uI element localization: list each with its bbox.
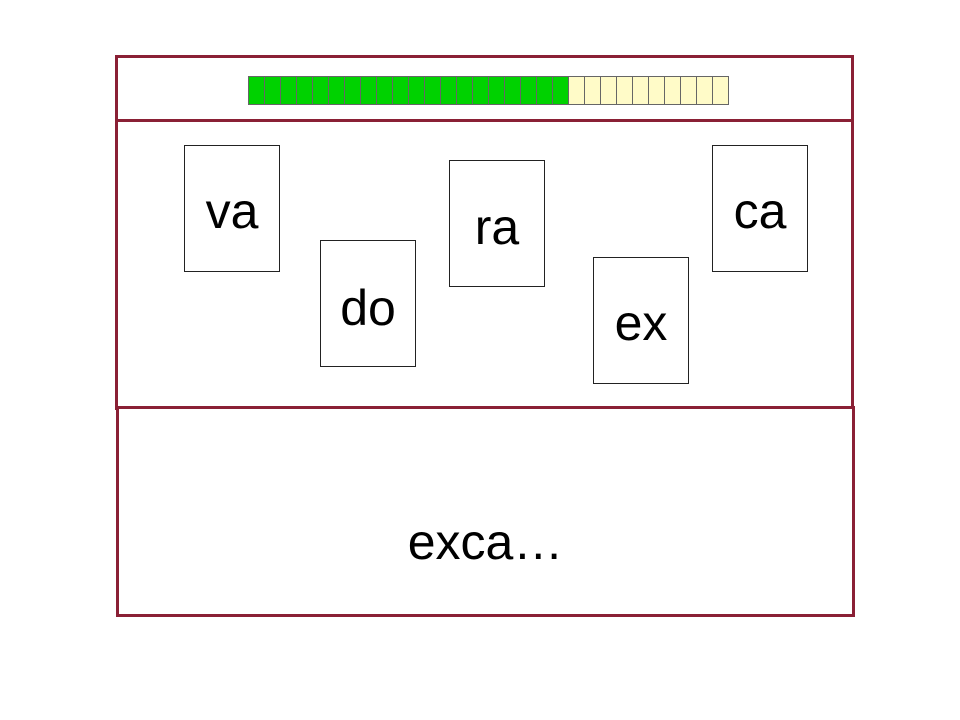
- progress-segment-filled: [393, 76, 409, 105]
- progress-segment-filled: [281, 76, 297, 105]
- syllable-card-label: ca: [733, 183, 787, 239]
- progress-segment-empty: [665, 76, 681, 105]
- progress-segment-empty: [713, 76, 729, 105]
- progress-segment-empty: [569, 76, 585, 105]
- syllable-card-do[interactable]: do: [320, 240, 416, 367]
- progress-bar: [248, 76, 729, 105]
- progress-segment-filled: [553, 76, 569, 105]
- progress-segment-empty: [633, 76, 649, 105]
- syllable-card-label: ra: [474, 199, 520, 255]
- progress-segment-filled: [249, 76, 265, 105]
- progress-segment-empty: [649, 76, 665, 105]
- progress-segment-filled: [537, 76, 553, 105]
- progress-segment-filled: [345, 76, 361, 105]
- progress-segment-filled: [489, 76, 505, 105]
- progress-segment-filled: [313, 76, 329, 105]
- progress-segment-filled: [297, 76, 313, 105]
- syllable-card-label: va: [205, 183, 259, 239]
- progress-segment-filled: [377, 76, 393, 105]
- answer-panel: [116, 406, 855, 617]
- answer-word: exca…: [407, 514, 564, 570]
- progress-segment-empty: [681, 76, 697, 105]
- progress-segment-filled: [457, 76, 473, 105]
- progress-segment-empty: [601, 76, 617, 105]
- progress-segment-filled: [441, 76, 457, 105]
- syllable-card-label: ex: [614, 295, 668, 351]
- progress-segment-empty: [585, 76, 601, 105]
- progress-segment-filled: [425, 76, 441, 105]
- progress-segment-filled: [361, 76, 377, 105]
- syllable-card-ex[interactable]: ex: [593, 257, 689, 384]
- syllable-card-va[interactable]: va: [184, 145, 280, 272]
- syllable-card-label: do: [340, 280, 396, 336]
- syllable-card-ra[interactable]: ra: [449, 160, 545, 287]
- progress-segment-empty: [697, 76, 713, 105]
- progress-segment-filled: [329, 76, 345, 105]
- syllable-card-ca[interactable]: ca: [712, 145, 808, 272]
- progress-segment-filled: [521, 76, 537, 105]
- progress-segment-filled: [409, 76, 425, 105]
- progress-segment-filled: [505, 76, 521, 105]
- progress-segment-filled: [265, 76, 281, 105]
- progress-segment-filled: [473, 76, 489, 105]
- progress-segment-empty: [617, 76, 633, 105]
